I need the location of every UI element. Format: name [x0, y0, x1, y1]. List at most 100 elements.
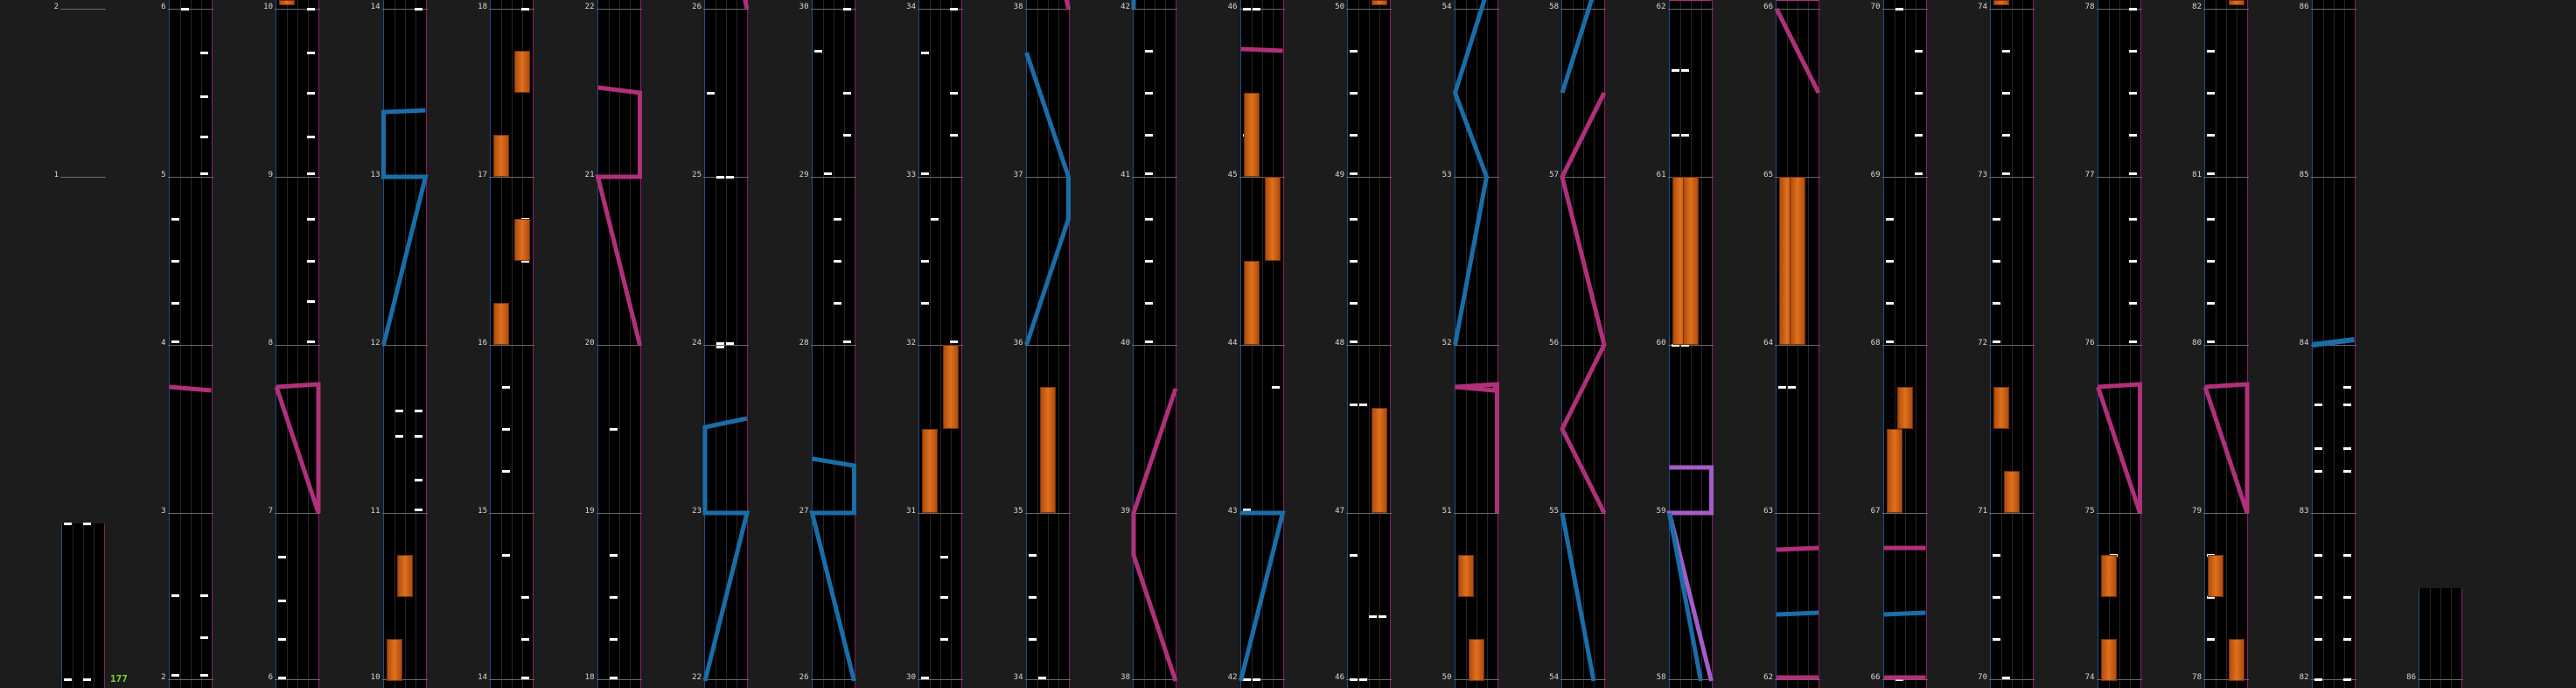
tap-note — [609, 428, 618, 431]
lane-divider — [190, 0, 192, 688]
hold-note — [1468, 639, 1484, 681]
lane-divider — [2129, 0, 2131, 688]
lane-divider — [2108, 0, 2110, 688]
tap-note — [171, 674, 179, 677]
lane-edge-left — [1133, 0, 1134, 688]
bar-line — [810, 679, 856, 680]
bar-line — [167, 345, 213, 346]
lane-edge-left — [1990, 0, 1991, 688]
lane-edge-left — [1561, 0, 1562, 688]
tap-note — [1242, 8, 1251, 11]
hold-note — [396, 555, 413, 597]
tap-note — [2128, 218, 2137, 221]
bar-number: 32 — [906, 339, 916, 348]
tap-note — [2128, 302, 2137, 305]
bar-number: 63 — [1763, 507, 1773, 516]
hold-note — [943, 345, 959, 429]
lane-edge-left — [1454, 0, 1456, 688]
hold-note — [2229, 0, 2244, 5]
bar-line — [1024, 9, 1071, 10]
bar-number: 3 — [161, 507, 166, 516]
bar-number: 69 — [1870, 171, 1881, 179]
bar-line — [1132, 345, 1177, 346]
bar-number: 1 — [53, 171, 59, 179]
bar-number: 67 — [1870, 507, 1881, 516]
hold-note — [1457, 555, 1474, 597]
bar-number: 53 — [1442, 171, 1452, 179]
tap-note — [833, 260, 841, 263]
bar-line — [2310, 9, 2356, 10]
tap-note — [1885, 340, 1894, 343]
tap-note — [1885, 302, 1894, 305]
lane-divider — [951, 0, 952, 688]
lane-edge-right — [104, 523, 105, 688]
tap-note — [307, 52, 315, 54]
lane-divider — [930, 0, 931, 688]
tap-note — [2207, 638, 2215, 641]
tap-note — [2314, 404, 2322, 406]
hold-note — [1682, 177, 1699, 345]
tap-note — [842, 8, 851, 11]
bar-number: 75 — [2084, 507, 2095, 516]
tap-note — [1369, 615, 1377, 618]
lane-edge-right — [2354, 0, 2356, 688]
lane-divider — [394, 0, 395, 688]
tap-note — [2314, 470, 2322, 473]
hold-note — [1372, 0, 1387, 5]
bar-number: 35 — [1013, 507, 1023, 516]
bar-number: 12 — [370, 339, 380, 348]
lane-edge-right — [1282, 0, 1284, 688]
bar-number: 8 — [268, 339, 273, 348]
bar-number: 34 — [1013, 673, 1023, 682]
bar-line — [1775, 679, 1820, 680]
lane-divider — [1486, 0, 1488, 688]
bar-number: 66 — [1763, 3, 1773, 11]
bar-number: 52 — [1442, 339, 1452, 348]
bar-number: 36 — [1013, 339, 1023, 348]
hold-note — [2208, 555, 2223, 597]
tap-note — [1895, 678, 1903, 681]
bar-number: 78 — [2084, 3, 2095, 11]
bar-number: 73 — [1978, 171, 1987, 179]
lane-divider — [1358, 0, 1359, 688]
tap-note — [2002, 172, 2010, 175]
bar-number: 28 — [799, 339, 809, 348]
hold-note — [922, 429, 938, 513]
tap-note — [1242, 678, 1251, 681]
bar-line — [1667, 679, 1714, 680]
lane-edge-left — [597, 0, 598, 688]
bar-line — [2096, 345, 2142, 346]
bar-line — [1132, 9, 1177, 10]
bar-number: 65 — [1763, 171, 1773, 179]
tap-note — [394, 435, 403, 438]
tap-note — [1242, 509, 1251, 511]
lane-divider — [2322, 0, 2324, 688]
bar-number: 72 — [1978, 339, 1987, 348]
tap-note — [609, 677, 618, 679]
bar-number: 27 — [799, 507, 809, 516]
tap-note — [716, 346, 724, 348]
lane-divider — [2451, 588, 2452, 688]
bar-line — [1239, 345, 1285, 346]
lane-edge-right — [318, 0, 319, 688]
bar-number: 50 — [1335, 3, 1344, 11]
bar-number: 79 — [2192, 507, 2202, 516]
bar-number: 11 — [370, 507, 380, 516]
tap-note — [180, 8, 189, 11]
hold-note — [2100, 639, 2117, 681]
tap-note — [2128, 8, 2137, 11]
tap-note — [921, 260, 929, 263]
bar-line — [596, 9, 642, 10]
tap-note — [171, 340, 179, 343]
tap-note — [1671, 344, 1679, 347]
tap-note — [521, 8, 529, 11]
tap-note — [2207, 596, 2215, 599]
bar-number: 82 — [2192, 3, 2202, 11]
lane-divider — [1808, 0, 1809, 688]
lane-divider — [2022, 0, 2023, 688]
tap-note — [1350, 50, 1358, 53]
tap-note — [716, 176, 724, 179]
bar-line — [596, 177, 642, 178]
lane-divider — [1058, 0, 1059, 688]
lane-divider — [1369, 0, 1370, 688]
